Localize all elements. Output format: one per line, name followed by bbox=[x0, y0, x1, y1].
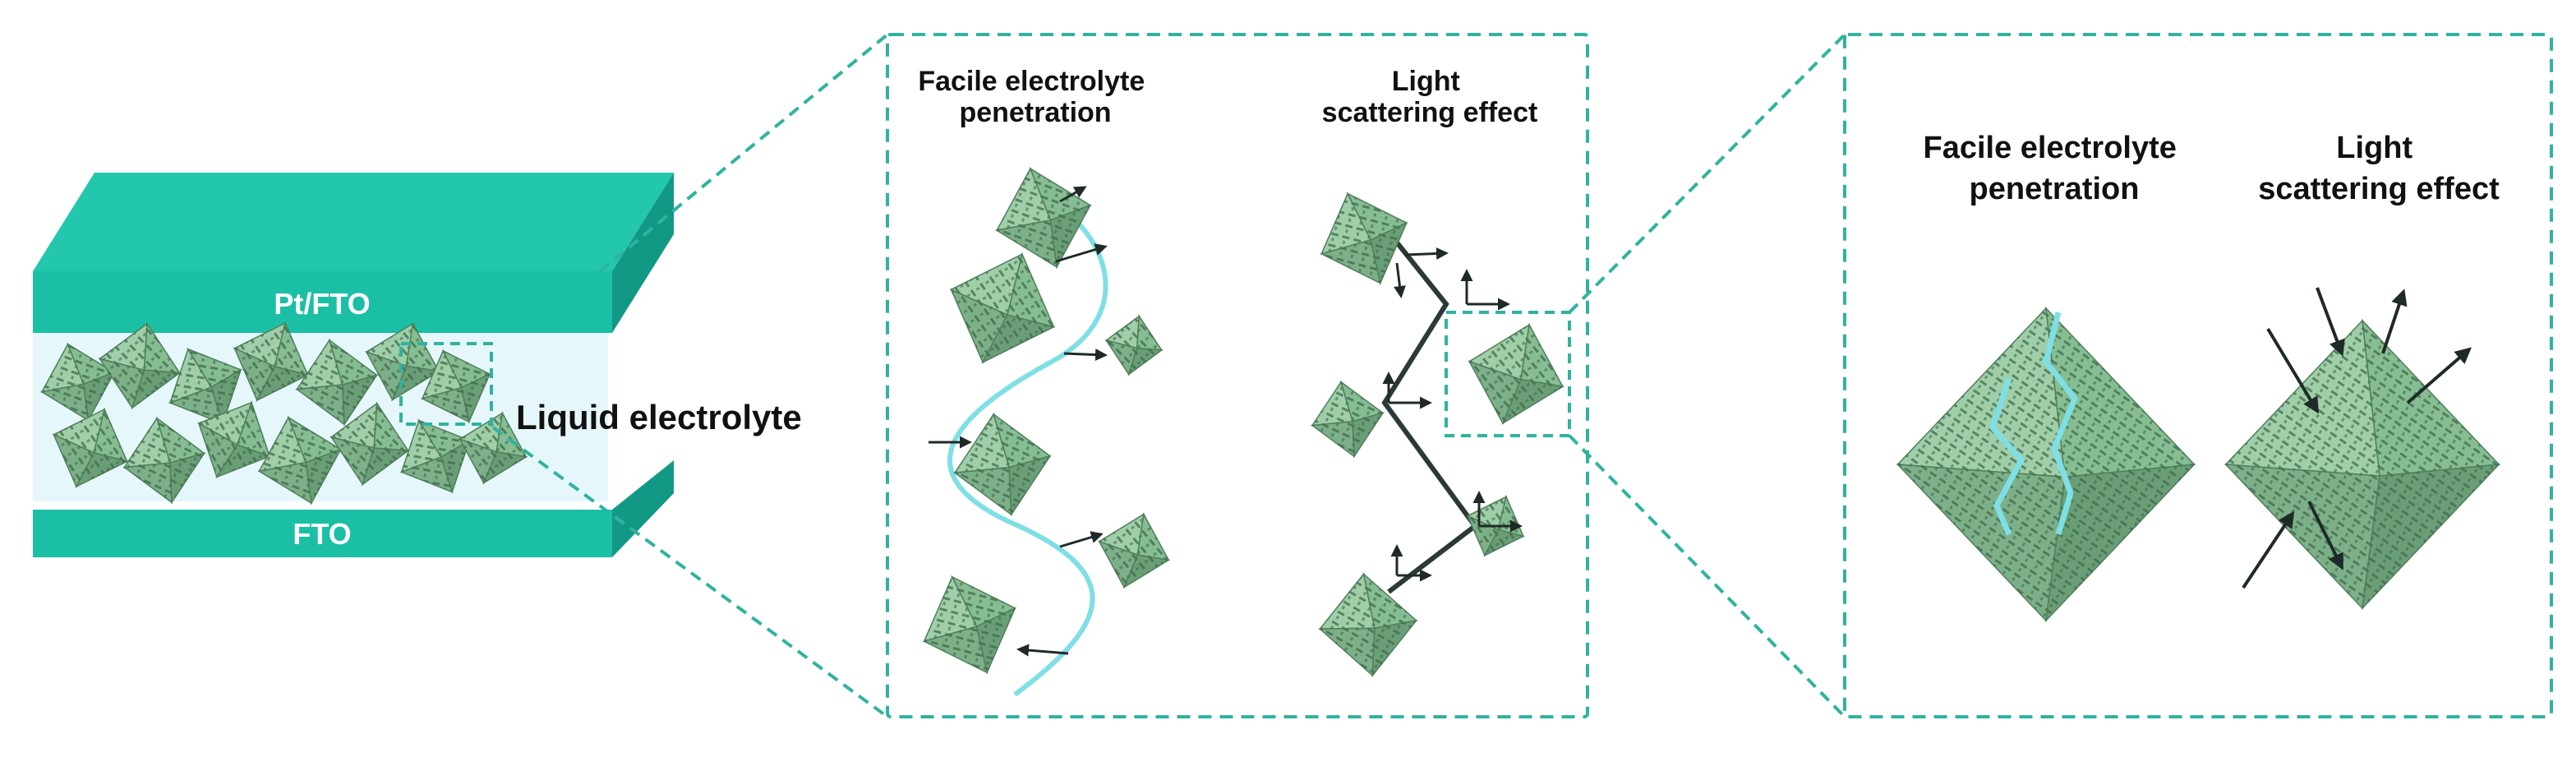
arrow-icon bbox=[1404, 247, 1449, 260]
device-particle-cluster bbox=[39, 321, 528, 506]
bottom-electrode-side-face bbox=[612, 460, 674, 557]
octahedron-particle-icon bbox=[197, 400, 272, 479]
middle-particle-group bbox=[922, 167, 1564, 678]
octahedron-particle-icon bbox=[168, 347, 242, 426]
octahedron-particle-icon bbox=[1896, 306, 2196, 623]
octahedron-particle-icon bbox=[1320, 192, 1408, 285]
octahedron-particle-icon bbox=[122, 416, 206, 505]
top-electrode-front-face bbox=[33, 271, 612, 333]
octahedron-particle-icon bbox=[1468, 322, 1564, 425]
zoom-connector-lower bbox=[491, 426, 889, 718]
arrow-icon bbox=[1016, 644, 1069, 657]
top-electrode-label: Pt/FTO bbox=[274, 287, 370, 321]
octahedron-particle-icon bbox=[39, 342, 116, 423]
middle-panel-frame bbox=[886, 33, 1589, 718]
arrow-icon bbox=[1055, 243, 1108, 263]
octahedron-particle-icon bbox=[995, 167, 1092, 270]
zoom-connector-upper-2 bbox=[1568, 33, 1846, 314]
top-electrode-side-face bbox=[612, 173, 674, 333]
arrow-icon bbox=[2242, 510, 2295, 589]
zoom-connector-lower-2 bbox=[1568, 434, 1846, 718]
electrolyte-label: Liquid electrolyte bbox=[516, 398, 802, 436]
arrow-icon bbox=[1059, 531, 1104, 548]
right-panel-frame bbox=[1843, 33, 2553, 718]
right-particle-group bbox=[1896, 306, 2501, 623]
electrolyte-channel-right bbox=[2043, 312, 2079, 536]
middle-right-heading: Light scattering effect bbox=[1322, 66, 1538, 128]
middle-left-heading: Facile electrolyte penetration bbox=[918, 66, 1152, 128]
arrow-icon bbox=[1394, 262, 1406, 298]
right-left-heading: Facile electrolyte penetration bbox=[1924, 131, 2186, 206]
octahedron-particle-icon bbox=[399, 418, 472, 494]
bottom-electrode-front-face bbox=[33, 510, 612, 557]
bottom-electrode-label: FTO bbox=[293, 517, 351, 551]
octahedron-particle-icon bbox=[52, 407, 129, 488]
octahedron-particle-icon bbox=[1098, 512, 1171, 589]
wavy-electrolyte-path-icon bbox=[947, 182, 1108, 697]
arrow-icon bbox=[2316, 287, 2345, 357]
arrow-icon bbox=[2266, 327, 2320, 414]
arrow-icon bbox=[2406, 347, 2472, 404]
solar-cell-device: Pt/FTO FTO Liquid electrolyte bbox=[33, 173, 802, 557]
device-zoom-box bbox=[399, 342, 493, 426]
zoom-connector-upper bbox=[598, 33, 889, 273]
octahedron-particle-icon bbox=[233, 321, 310, 402]
octahedron-particle-icon bbox=[329, 401, 410, 487]
arrow-icon bbox=[2307, 501, 2343, 570]
scattering-light-path bbox=[1378, 220, 1479, 594]
right-right-heading: Light scattering effect bbox=[2258, 131, 2500, 206]
arrow-icon bbox=[1059, 186, 1087, 203]
octahedron-particle-icon bbox=[1310, 380, 1385, 459]
scattering-arrows bbox=[2242, 287, 2472, 589]
top-electrode-top-face bbox=[33, 173, 674, 271]
electrolyte-channel-left bbox=[1989, 376, 2025, 536]
octahedron-particle-icon bbox=[922, 575, 1017, 675]
arrow-icon bbox=[1063, 349, 1108, 362]
octahedron-particle-icon bbox=[98, 321, 182, 410]
middle-panel: Facile electrolyte penetration Light sca… bbox=[886, 33, 1589, 718]
octahedron-particle-icon bbox=[2223, 318, 2501, 611]
octahedron-particle-icon bbox=[952, 413, 1052, 517]
middle-arrow-group bbox=[929, 186, 1523, 657]
arrow-icon bbox=[2381, 289, 2408, 354]
middle-zoom-box bbox=[1445, 311, 1571, 437]
octahedron-particle-icon bbox=[949, 252, 1056, 364]
octahedron-particle-icon bbox=[420, 349, 491, 424]
right-panel: Facile electrolyte penetration Light sca… bbox=[1843, 33, 2553, 718]
octahedron-particle-icon bbox=[257, 416, 343, 506]
octahedron-particle-icon bbox=[1318, 572, 1418, 678]
octahedron-particle-icon bbox=[295, 338, 379, 427]
octahedron-particle-icon bbox=[1104, 314, 1164, 376]
